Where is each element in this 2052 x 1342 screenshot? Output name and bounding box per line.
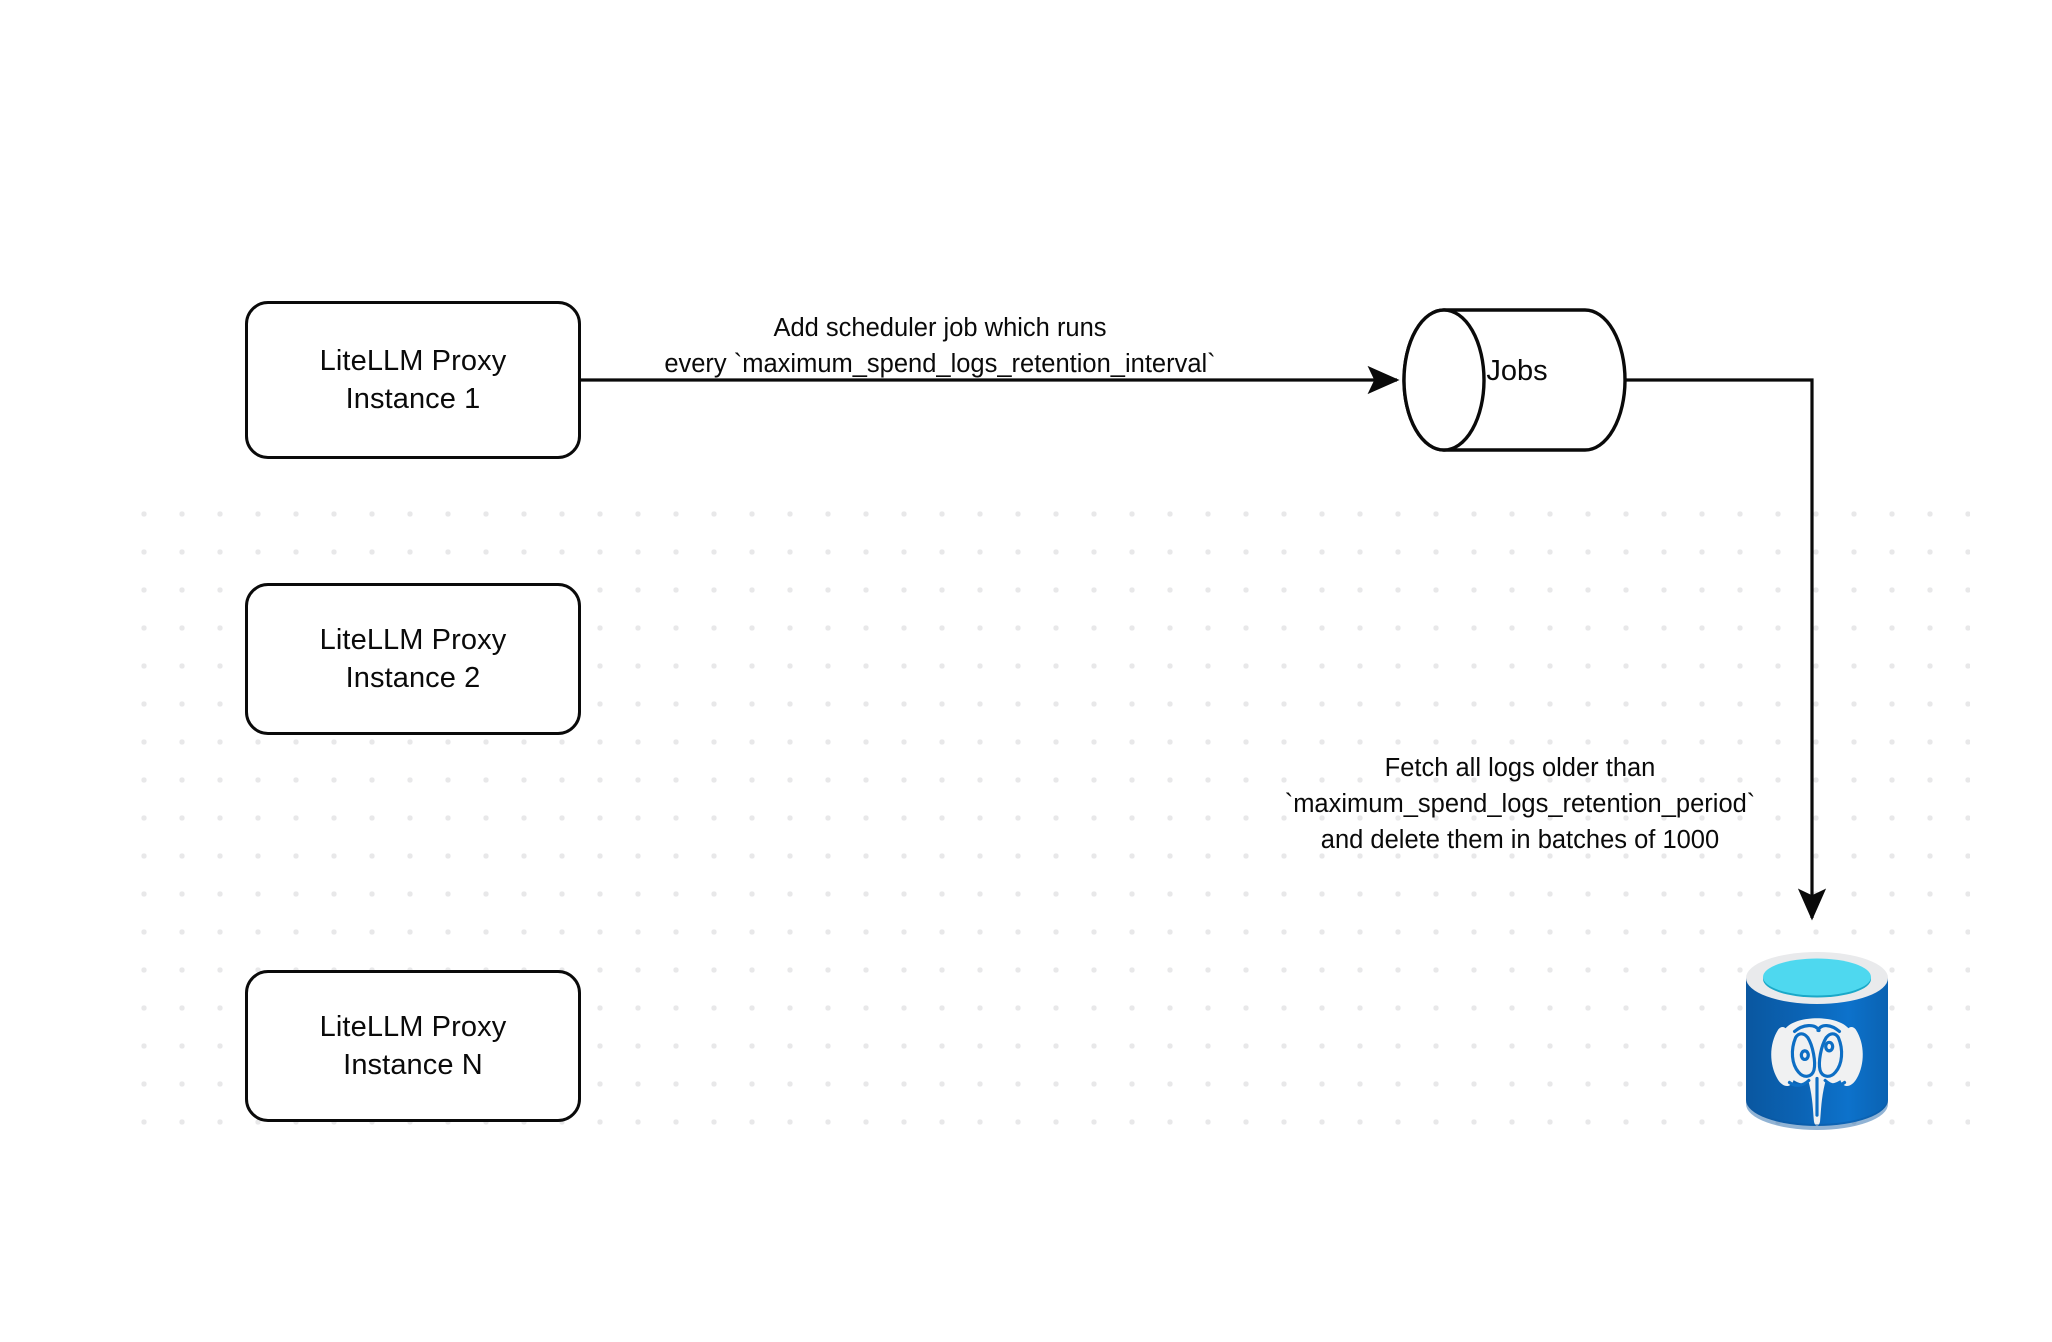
edge-label-line2: every `maximum_spend_logs_retention_inte…	[664, 350, 1216, 379]
node-jobs-label: Jobs	[1486, 355, 1548, 387]
node-label-line2: Instance 2	[345, 662, 481, 694]
node-litellm-proxy-instance-n[interactable]: LiteLLM Proxy Instance N	[245, 970, 581, 1122]
edge-label-line2: `maximum_spend_logs_retention_period`	[1284, 790, 1756, 819]
edge-label-fetch-and-delete-logs: Fetch all logs older than `maximum_spend…	[1230, 750, 1810, 859]
jobs-cylinder-shape	[1402, 308, 1627, 452]
postgresql-database-icon[interactable]	[1742, 948, 1892, 1133]
edge-label-line1: Fetch all logs older than	[1384, 754, 1656, 782]
edge-label-add-scheduler-job: Add scheduler job which runs every `maxi…	[600, 310, 1280, 382]
node-litellm-proxy-instance-1[interactable]: LiteLLM Proxy Instance 1	[245, 301, 581, 459]
node-label-line1: LiteLLM Proxy	[319, 623, 507, 656]
node-label-line2: Instance N	[343, 1049, 483, 1081]
node-litellm-proxy-instance-2[interactable]: LiteLLM Proxy Instance 2	[245, 583, 581, 735]
edge-label-line3: and delete them in batches of 1000	[1320, 826, 1720, 855]
node-label-line1: LiteLLM Proxy	[319, 344, 507, 377]
edge-jobs-to-database	[1625, 378, 1827, 921]
node-label-line1: LiteLLM Proxy	[319, 1010, 507, 1043]
node-label-line2: Instance 1	[345, 383, 481, 415]
edge-label-line1: Add scheduler job which runs	[773, 314, 1107, 342]
